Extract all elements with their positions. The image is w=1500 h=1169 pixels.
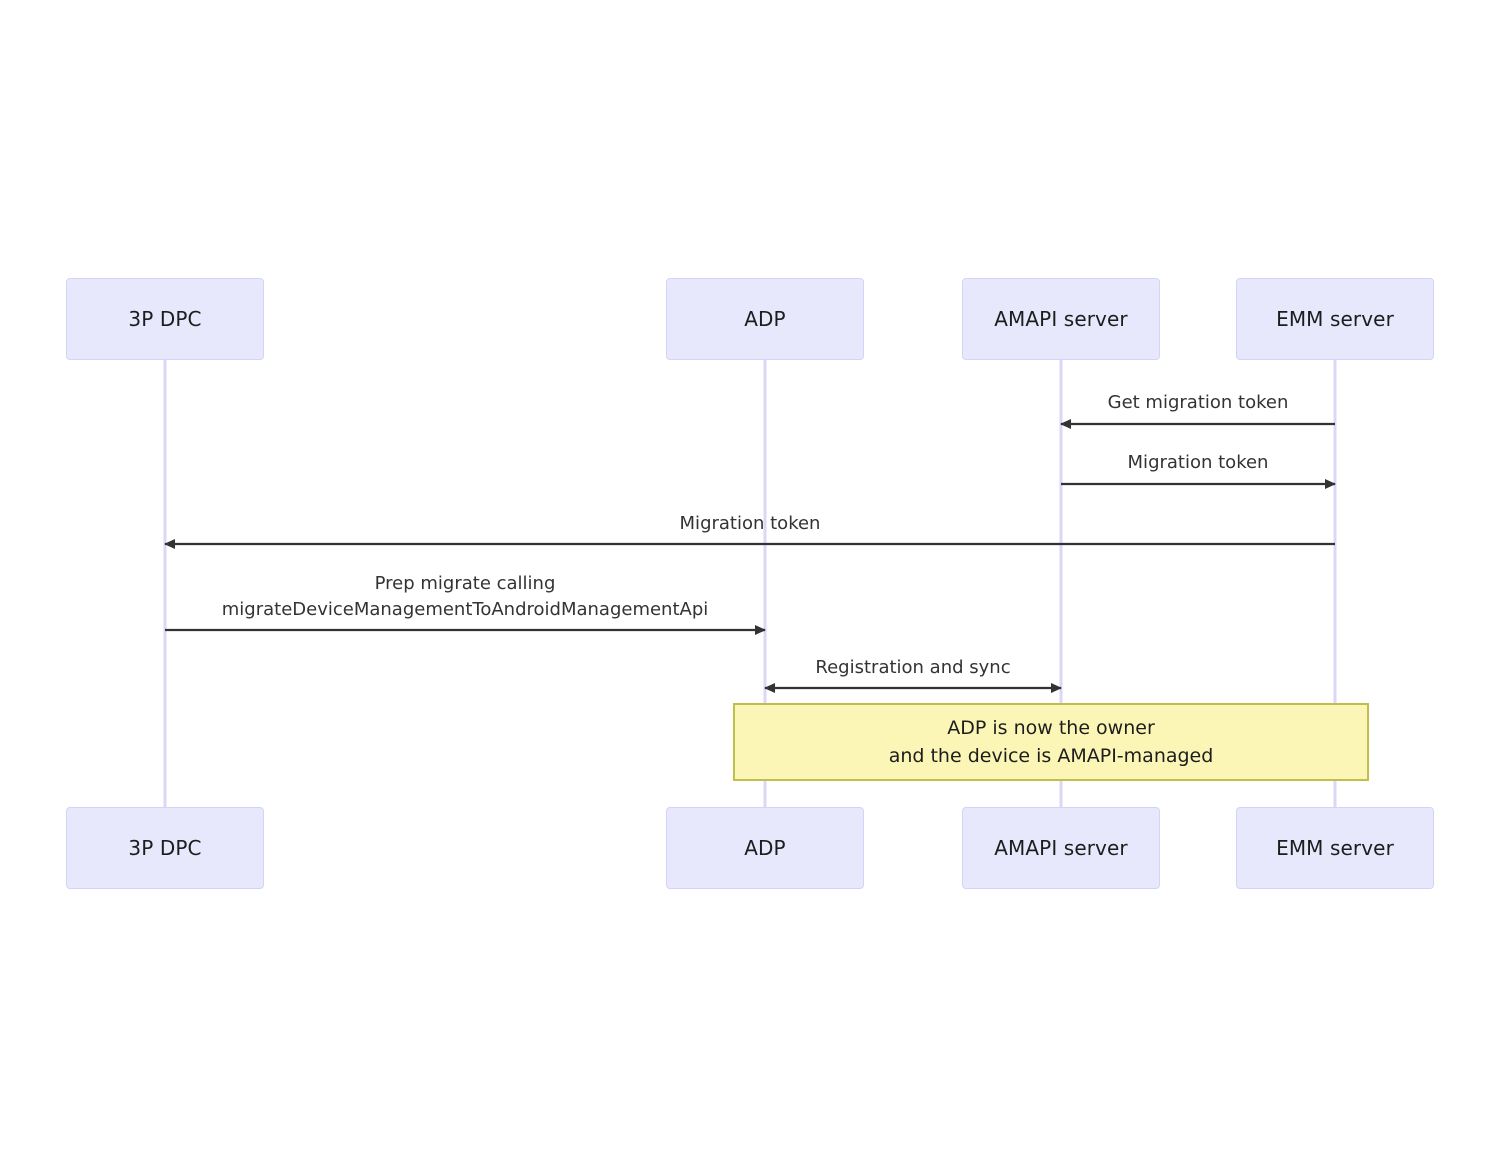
participant-box-emm-bottom[interactable]: EMM server (1236, 807, 1434, 889)
note-line: ADP is now the owner (947, 717, 1155, 739)
message-arrows-group (164, 419, 1336, 693)
message-label-m5: Registration and sync (815, 655, 1010, 681)
message-label-m1: Get migration token (1108, 390, 1289, 416)
participant-box-adp-top[interactable]: ADP (666, 278, 864, 360)
participant-label-emm: EMM server (1276, 836, 1394, 860)
note-box: ADP is now the owner and the device is AM… (733, 703, 1369, 781)
participant-box-emm-top[interactable]: EMM server (1236, 278, 1434, 360)
message-label-line: Get migration token (1107, 392, 1289, 413)
message-label-m3: Migration token (680, 511, 821, 537)
participant-label-amapi: AMAPI server (994, 836, 1128, 860)
participant-box-amapi-bottom[interactable]: AMAPI server (962, 807, 1160, 889)
participant-box-dpc-bottom[interactable]: 3P DPC (66, 807, 264, 889)
message-label-m4: Prep migrate calling migrateDeviceManagem… (222, 571, 709, 623)
participant-label-adp: ADP (744, 836, 786, 860)
message-label-m2: Migration token (1128, 450, 1269, 476)
participant-box-dpc-top[interactable]: 3P DPC (66, 278, 264, 360)
participant-label-dpc: 3P DPC (128, 307, 202, 331)
participant-label-dpc: 3P DPC (128, 836, 202, 860)
message-label-line: Prep migrate calling (374, 573, 556, 594)
participant-box-amapi-top[interactable]: AMAPI server (962, 278, 1160, 360)
participant-label-emm: EMM server (1276, 307, 1394, 331)
message-label-line: Migration token (679, 513, 821, 534)
participant-label-amapi: AMAPI server (994, 307, 1128, 331)
message-label-line: Registration and sync (815, 657, 1011, 678)
note-line: and the device is AMAPI-managed (888, 745, 1214, 767)
participant-box-adp-bottom[interactable]: ADP (666, 807, 864, 889)
message-label-line: migrateDeviceManagementToAndroidManageme… (221, 599, 709, 620)
participant-label-adp: ADP (744, 307, 786, 331)
message-label-line: Migration token (1127, 452, 1269, 473)
